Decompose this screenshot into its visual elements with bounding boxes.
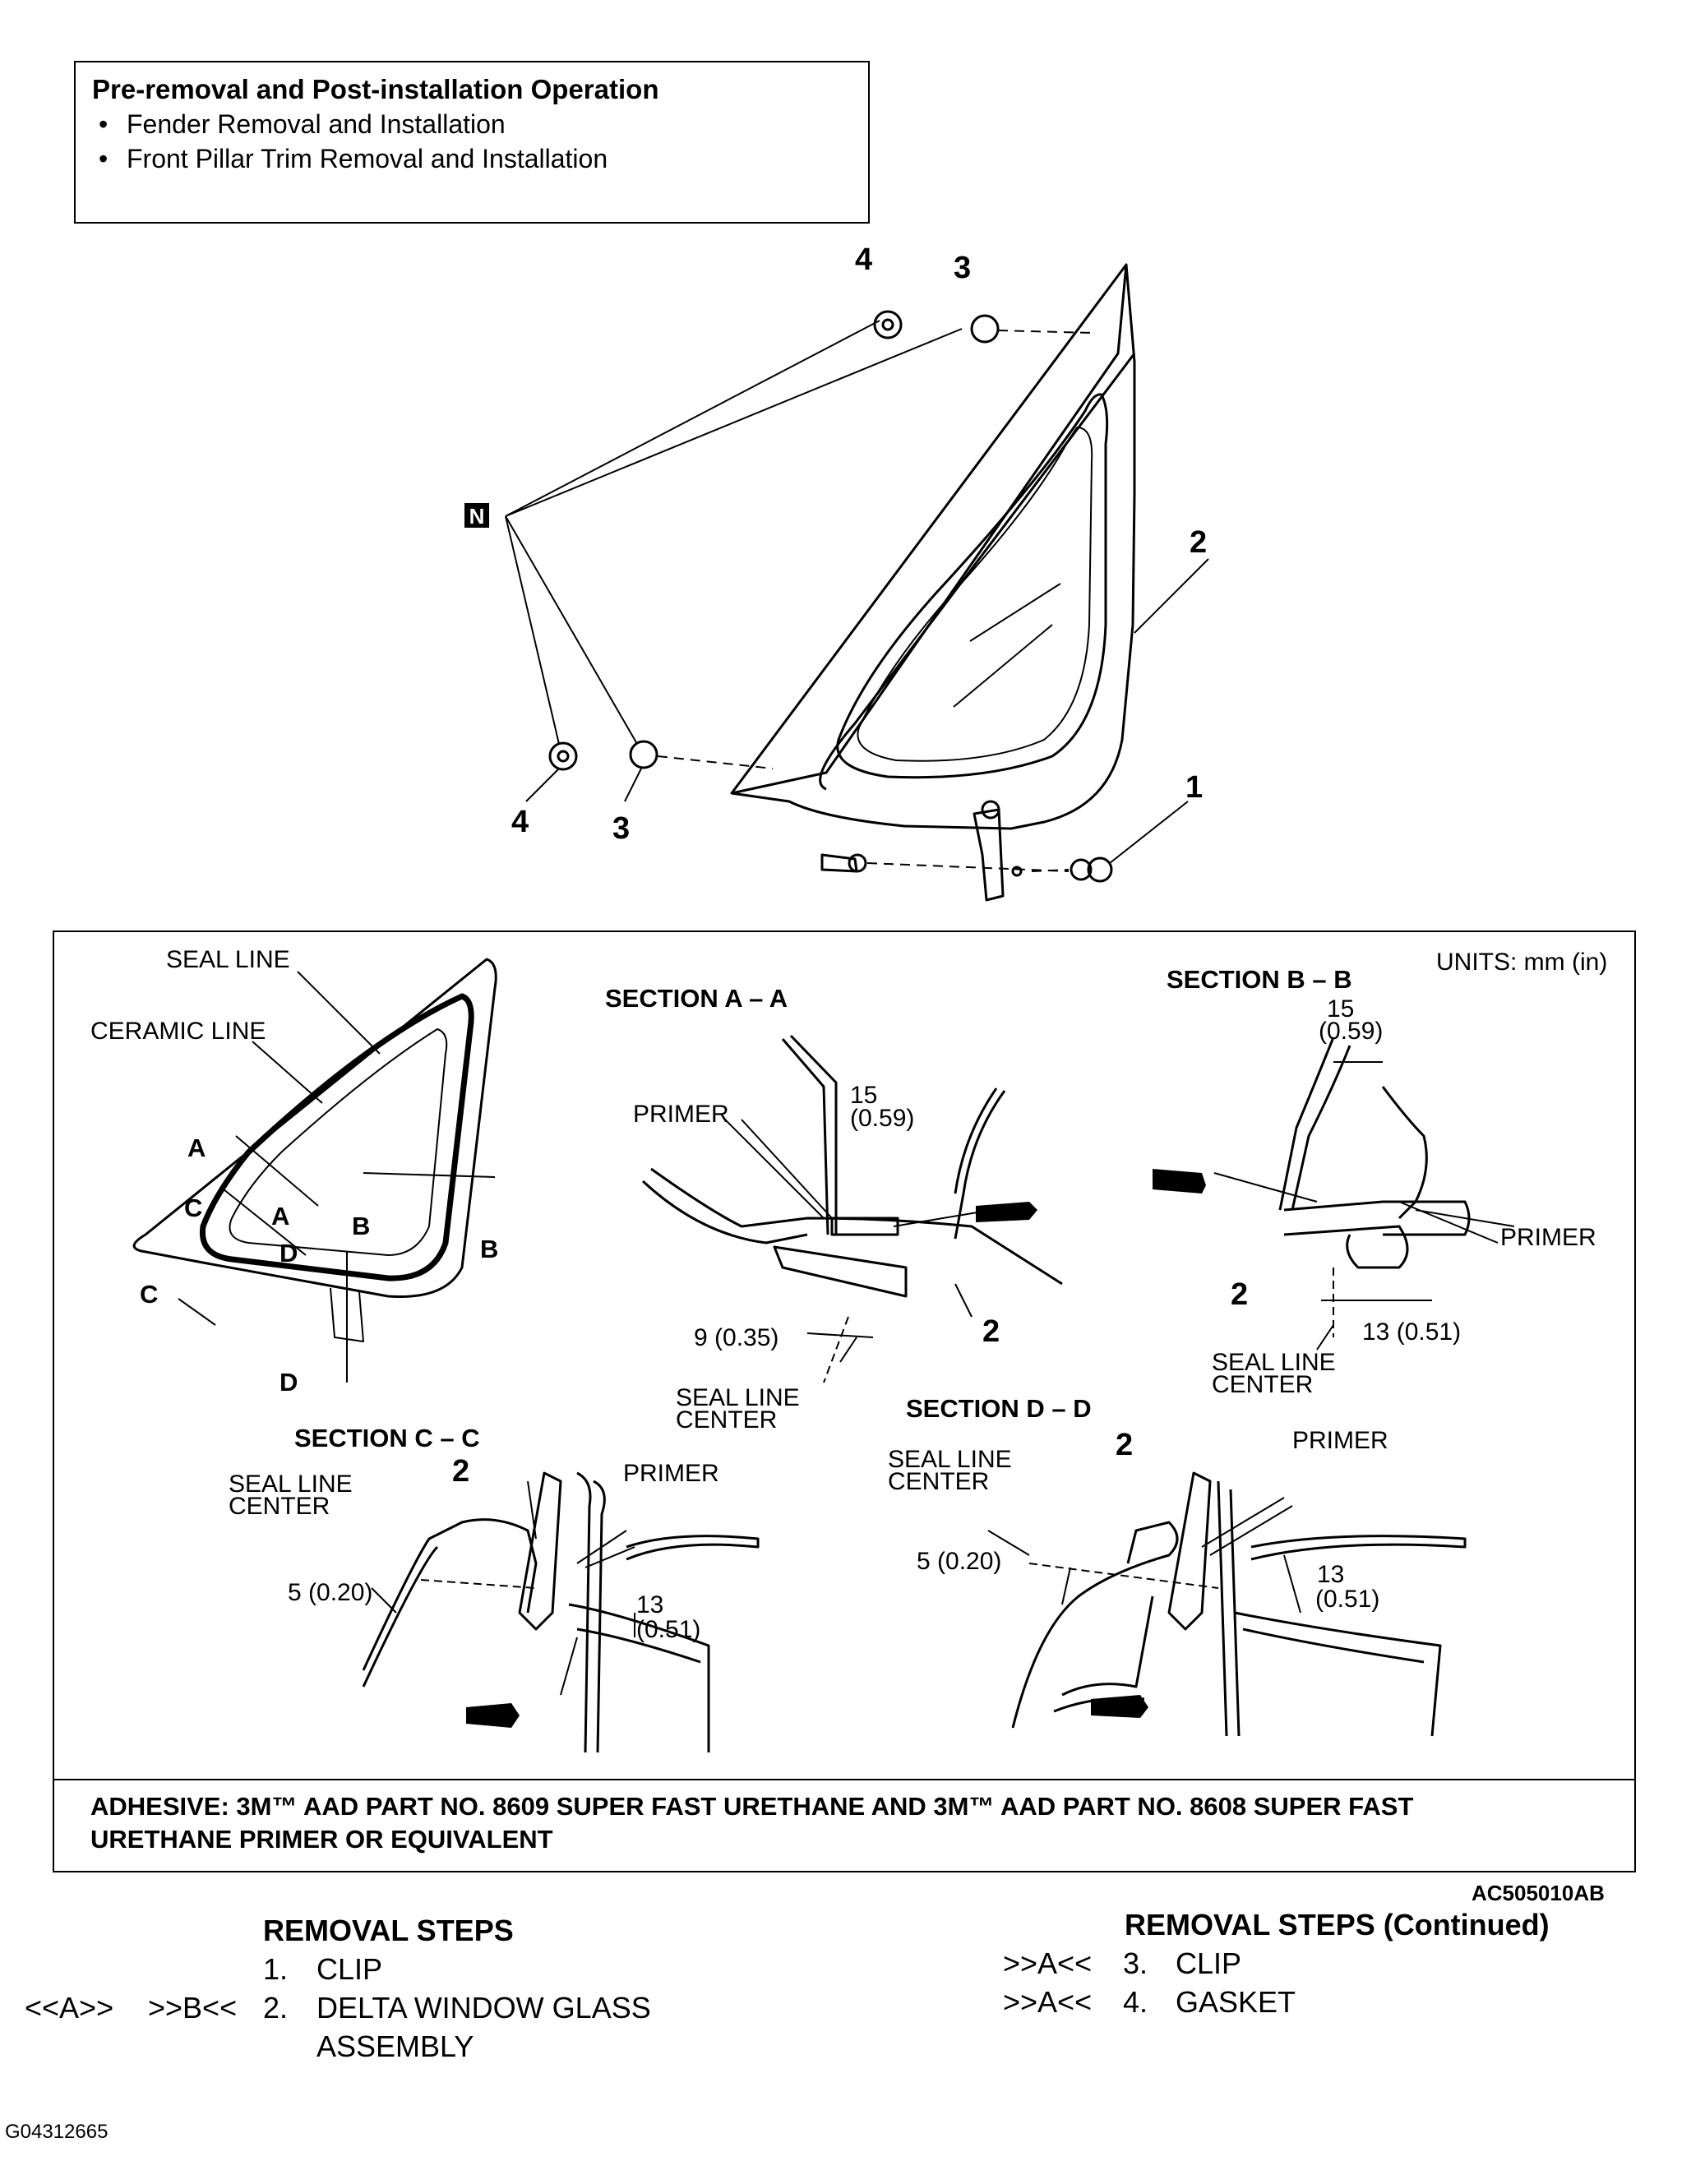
section-letter-b2: B [480, 1235, 498, 1263]
doc-code: G04312665 [5, 2121, 109, 2143]
primer-label-bb: PRIMER [1500, 1224, 1596, 1251]
primer-label-dd: PRIMER [1292, 1427, 1388, 1454]
step-2-label: DELTA WINDOW GLASS [316, 1991, 651, 2025]
adhesive-line-2: URETHANE PRIMER OR EQUIVALENT [90, 1825, 553, 1854]
dim-aa-15: 15 [850, 1082, 877, 1109]
step-4-prefix: >>A<< [1003, 1985, 1093, 2019]
step-2-prefix-b: >>B<< [148, 1991, 238, 2025]
section-letter-b: B [352, 1212, 370, 1240]
dim-cc-5: 5 (0.20) [288, 1579, 372, 1606]
adhesive-tube-icon [976, 1202, 1037, 1222]
dim-aa-059: (0.59) [850, 1105, 914, 1132]
step-1-num: 1. [263, 1952, 289, 1986]
step-3-num: 3. [1123, 1946, 1148, 1980]
section-aa-title: SECTION A – A [605, 984, 788, 1013]
seal-line-label: SEAL LINE [166, 946, 290, 973]
step-3-prefix: >>A<< [1003, 1946, 1093, 1980]
section-letter-c: C [184, 1194, 202, 1222]
n-mark: N [469, 504, 485, 529]
section-letter-a: A [187, 1134, 206, 1162]
pre-removal-item: Front Pillar Trim Removal and Installati… [99, 141, 852, 176]
dim-cc-051: (0.51) [636, 1616, 700, 1643]
units-label: UNITS: mm (in) [1436, 949, 1607, 976]
section-letter-d2: D [280, 1368, 298, 1397]
callout-4-bottom: 4 [511, 805, 529, 839]
dim-dd-051: (0.51) [1315, 1586, 1379, 1613]
ceramic-line-label: CERAMIC LINE [90, 1018, 266, 1045]
section-cc-title: SECTION C – C [294, 1424, 480, 1452]
removal-steps-heading: REMOVAL STEPS [263, 1914, 514, 1947]
pre-removal-box: Pre-removal and Post-installation Operat… [74, 61, 870, 224]
pre-removal-item: Fender Removal and Installation [99, 107, 852, 141]
step-2-num: 2. [263, 1991, 289, 2025]
seal-line-center-cc-1: SEAL LINE [229, 1471, 353, 1498]
step-4-num: 4. [1123, 1985, 1148, 2019]
primer-label-aa: PRIMER [633, 1101, 729, 1128]
part-2-bb: 2 [1231, 1277, 1248, 1312]
step-1-label: CLIP [316, 1952, 383, 1986]
dim-bb-15: 15 [1327, 995, 1354, 1023]
part-2-cc: 2 [452, 1454, 469, 1489]
section-letter-c2: C [140, 1280, 158, 1309]
step-3-label: CLIP [1176, 1946, 1242, 1980]
section-letter-d: D [280, 1239, 298, 1267]
n-mark-box [464, 503, 489, 528]
adhesive-tube-icon [466, 1703, 520, 1728]
step-4-label: GASKET [1176, 1985, 1296, 2019]
dim-bb-059: (0.59) [1319, 1018, 1383, 1045]
callout-1: 1 [1185, 770, 1203, 805]
pre-removal-title: Pre-removal and Post-installation Operat… [92, 74, 659, 104]
part-2-aa: 2 [982, 1314, 1000, 1349]
step-2-prefix-a: <<A>> [25, 1991, 114, 2025]
part-2-dd: 2 [1116, 1428, 1133, 1462]
callout-4-top: 4 [855, 242, 872, 277]
detail-box: UNITS: mm (in) SEAL LINE CERAMIC LINE PR… [53, 930, 1636, 1872]
dim-dd-5: 5 (0.20) [917, 1548, 1001, 1575]
figure-code: AC505010AB [1472, 1881, 1605, 1905]
seal-line-center-dd-2: CENTER [888, 1468, 989, 1495]
callout-3-bottom: 3 [612, 811, 630, 846]
removal-steps-continued-heading: REMOVAL STEPS (Continued) [1125, 1908, 1550, 1942]
seal-line-center-bb-1: SEAL LINE [1212, 1349, 1336, 1376]
adhesive-line-1: ADHESIVE: 3M™ AAD PART NO. 8609 SUPER FA… [90, 1792, 1414, 1821]
seal-line-center-dd-1: SEAL LINE [888, 1446, 1012, 1473]
dim-cc-13: 13 [636, 1591, 663, 1618]
adhesive-tube-icon [1153, 1169, 1206, 1194]
adhesive-note: ADHESIVE: 3M™ AAD PART NO. 8609 SUPER FA… [54, 1779, 1634, 1871]
section-bb-title: SECTION B – B [1167, 965, 1352, 994]
callout-2: 2 [1190, 525, 1207, 560]
dim-aa-9: 9 (0.35) [694, 1324, 779, 1351]
removal-steps-continued: REMOVAL STEPS (Continued) >>A<< 3. CLIP … [1003, 1905, 1677, 2021]
step-2-label-cont: ASSEMBLY [316, 2029, 474, 2063]
section-dd-title: SECTION D – D [906, 1394, 1092, 1423]
seal-line-center-aa-1: SEAL LINE [676, 1384, 800, 1411]
seal-line-center-cc-2: CENTER [229, 1493, 330, 1520]
section-views: UNITS: mm (in) SEAL LINE CERAMIC LINE PR… [90, 946, 1607, 1753]
seal-line-center-aa-2: CENTER [676, 1406, 777, 1434]
exploded-view-illustration: N 2 1 3 4 4 3 [464, 242, 1209, 902]
pre-removal-list: Fender Removal and Installation Front Pi… [92, 107, 852, 176]
adhesive-tube-icon [1091, 1695, 1148, 1718]
primer-label-cc: PRIMER [623, 1460, 719, 1487]
section-letter-a2: A [271, 1202, 289, 1231]
dim-bb-13: 13 (0.51) [1362, 1318, 1461, 1346]
dim-dd-13: 13 [1317, 1561, 1344, 1588]
seal-line-center-bb-2: CENTER [1212, 1371, 1313, 1398]
removal-steps: REMOVAL STEPS 1. CLIP <<A>> >>B<< 2. DEL… [25, 1911, 765, 2066]
callout-3-top: 3 [954, 251, 971, 285]
